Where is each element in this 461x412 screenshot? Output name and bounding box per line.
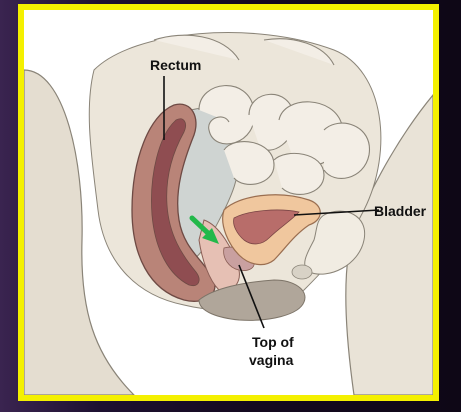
symphysis	[292, 265, 312, 279]
vagina-label-line1: Top of	[252, 334, 294, 350]
anatomy-illustration: Rectum Bladder Top of vagina	[24, 10, 433, 395]
bladder-label: Bladder	[374, 203, 427, 219]
rectum-label: Rectum	[150, 57, 201, 73]
diagram-frame: Rectum Bladder Top of vagina	[18, 4, 439, 401]
vagina-label-line2: vagina	[249, 352, 294, 368]
